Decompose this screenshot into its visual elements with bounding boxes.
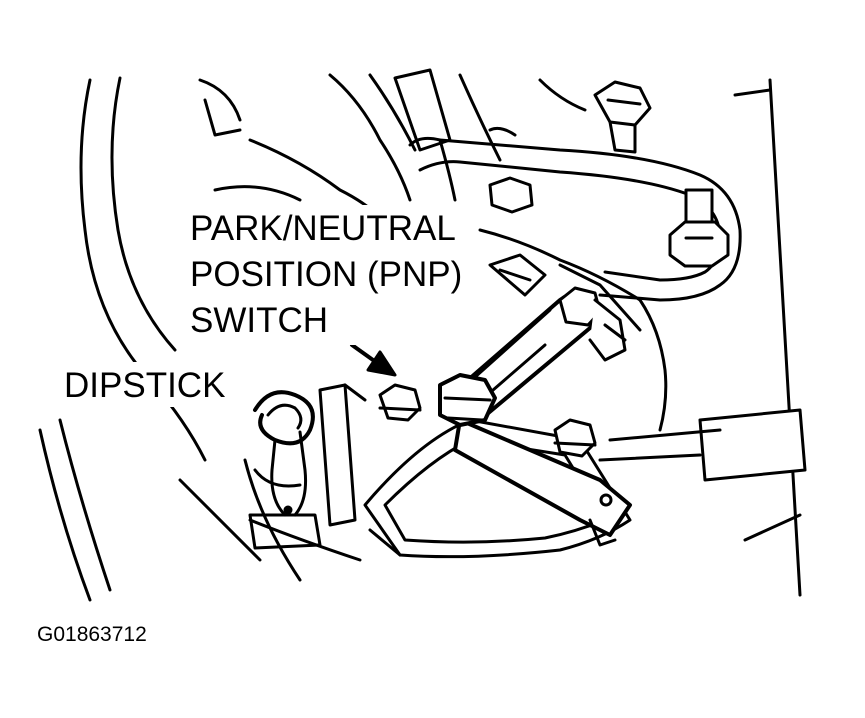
figure-id: G01863712 bbox=[37, 623, 147, 646]
pnp-switch-label-line2: POSITION (PNP) bbox=[190, 255, 463, 294]
left-switch-nut bbox=[378, 383, 422, 422]
pnp-switch-label-line1: PARK/NEUTRAL bbox=[190, 209, 456, 248]
callout-arrow bbox=[350, 343, 397, 377]
center-nut bbox=[438, 373, 497, 427]
bracket-block bbox=[318, 383, 367, 527]
linkage-nut bbox=[558, 286, 627, 362]
right-wall bbox=[698, 78, 807, 597]
engine-top-details bbox=[213, 68, 587, 242]
manual-lever-arm bbox=[453, 418, 632, 547]
small-nut bbox=[488, 176, 534, 214]
pnp-label-mask bbox=[185, 205, 475, 345]
stud-bolt bbox=[668, 188, 730, 268]
dipstick-label-mask bbox=[58, 362, 238, 407]
left-housing bbox=[38, 76, 242, 602]
dipstick-label: DIPSTICK bbox=[64, 366, 226, 405]
lower-right-nut bbox=[553, 418, 597, 458]
dipstick-drawing bbox=[248, 390, 322, 550]
top-nut bbox=[593, 80, 652, 154]
pnp-switch-label-line3: SWITCH bbox=[190, 301, 329, 340]
switch-connector bbox=[488, 253, 547, 297]
